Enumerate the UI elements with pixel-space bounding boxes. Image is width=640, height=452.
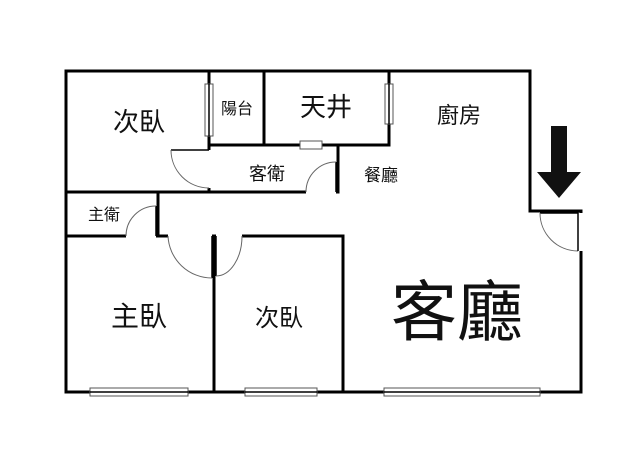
door-swings <box>125 149 579 279</box>
outer-walls <box>64 69 583 394</box>
arrow-down-icon <box>537 126 581 198</box>
label-skylight: 天井 <box>300 93 352 123</box>
label-bedroom-top: 次臥 <box>113 108 165 138</box>
label-dining: 餐廳 <box>364 166 398 186</box>
label-guest-bath: 客衛 <box>249 164 285 185</box>
label-master-bedroom: 主臥 <box>111 300 167 333</box>
label-living-room: 客廳 <box>391 274 523 351</box>
label-kitchen: 廚房 <box>437 104 481 129</box>
label-balcony: 陽台 <box>221 99 253 118</box>
label-master-bath: 主衛 <box>88 205 120 224</box>
door-openings <box>126 150 584 251</box>
label-bedroom-middle: 次臥 <box>255 304 303 332</box>
windows <box>89 83 541 397</box>
